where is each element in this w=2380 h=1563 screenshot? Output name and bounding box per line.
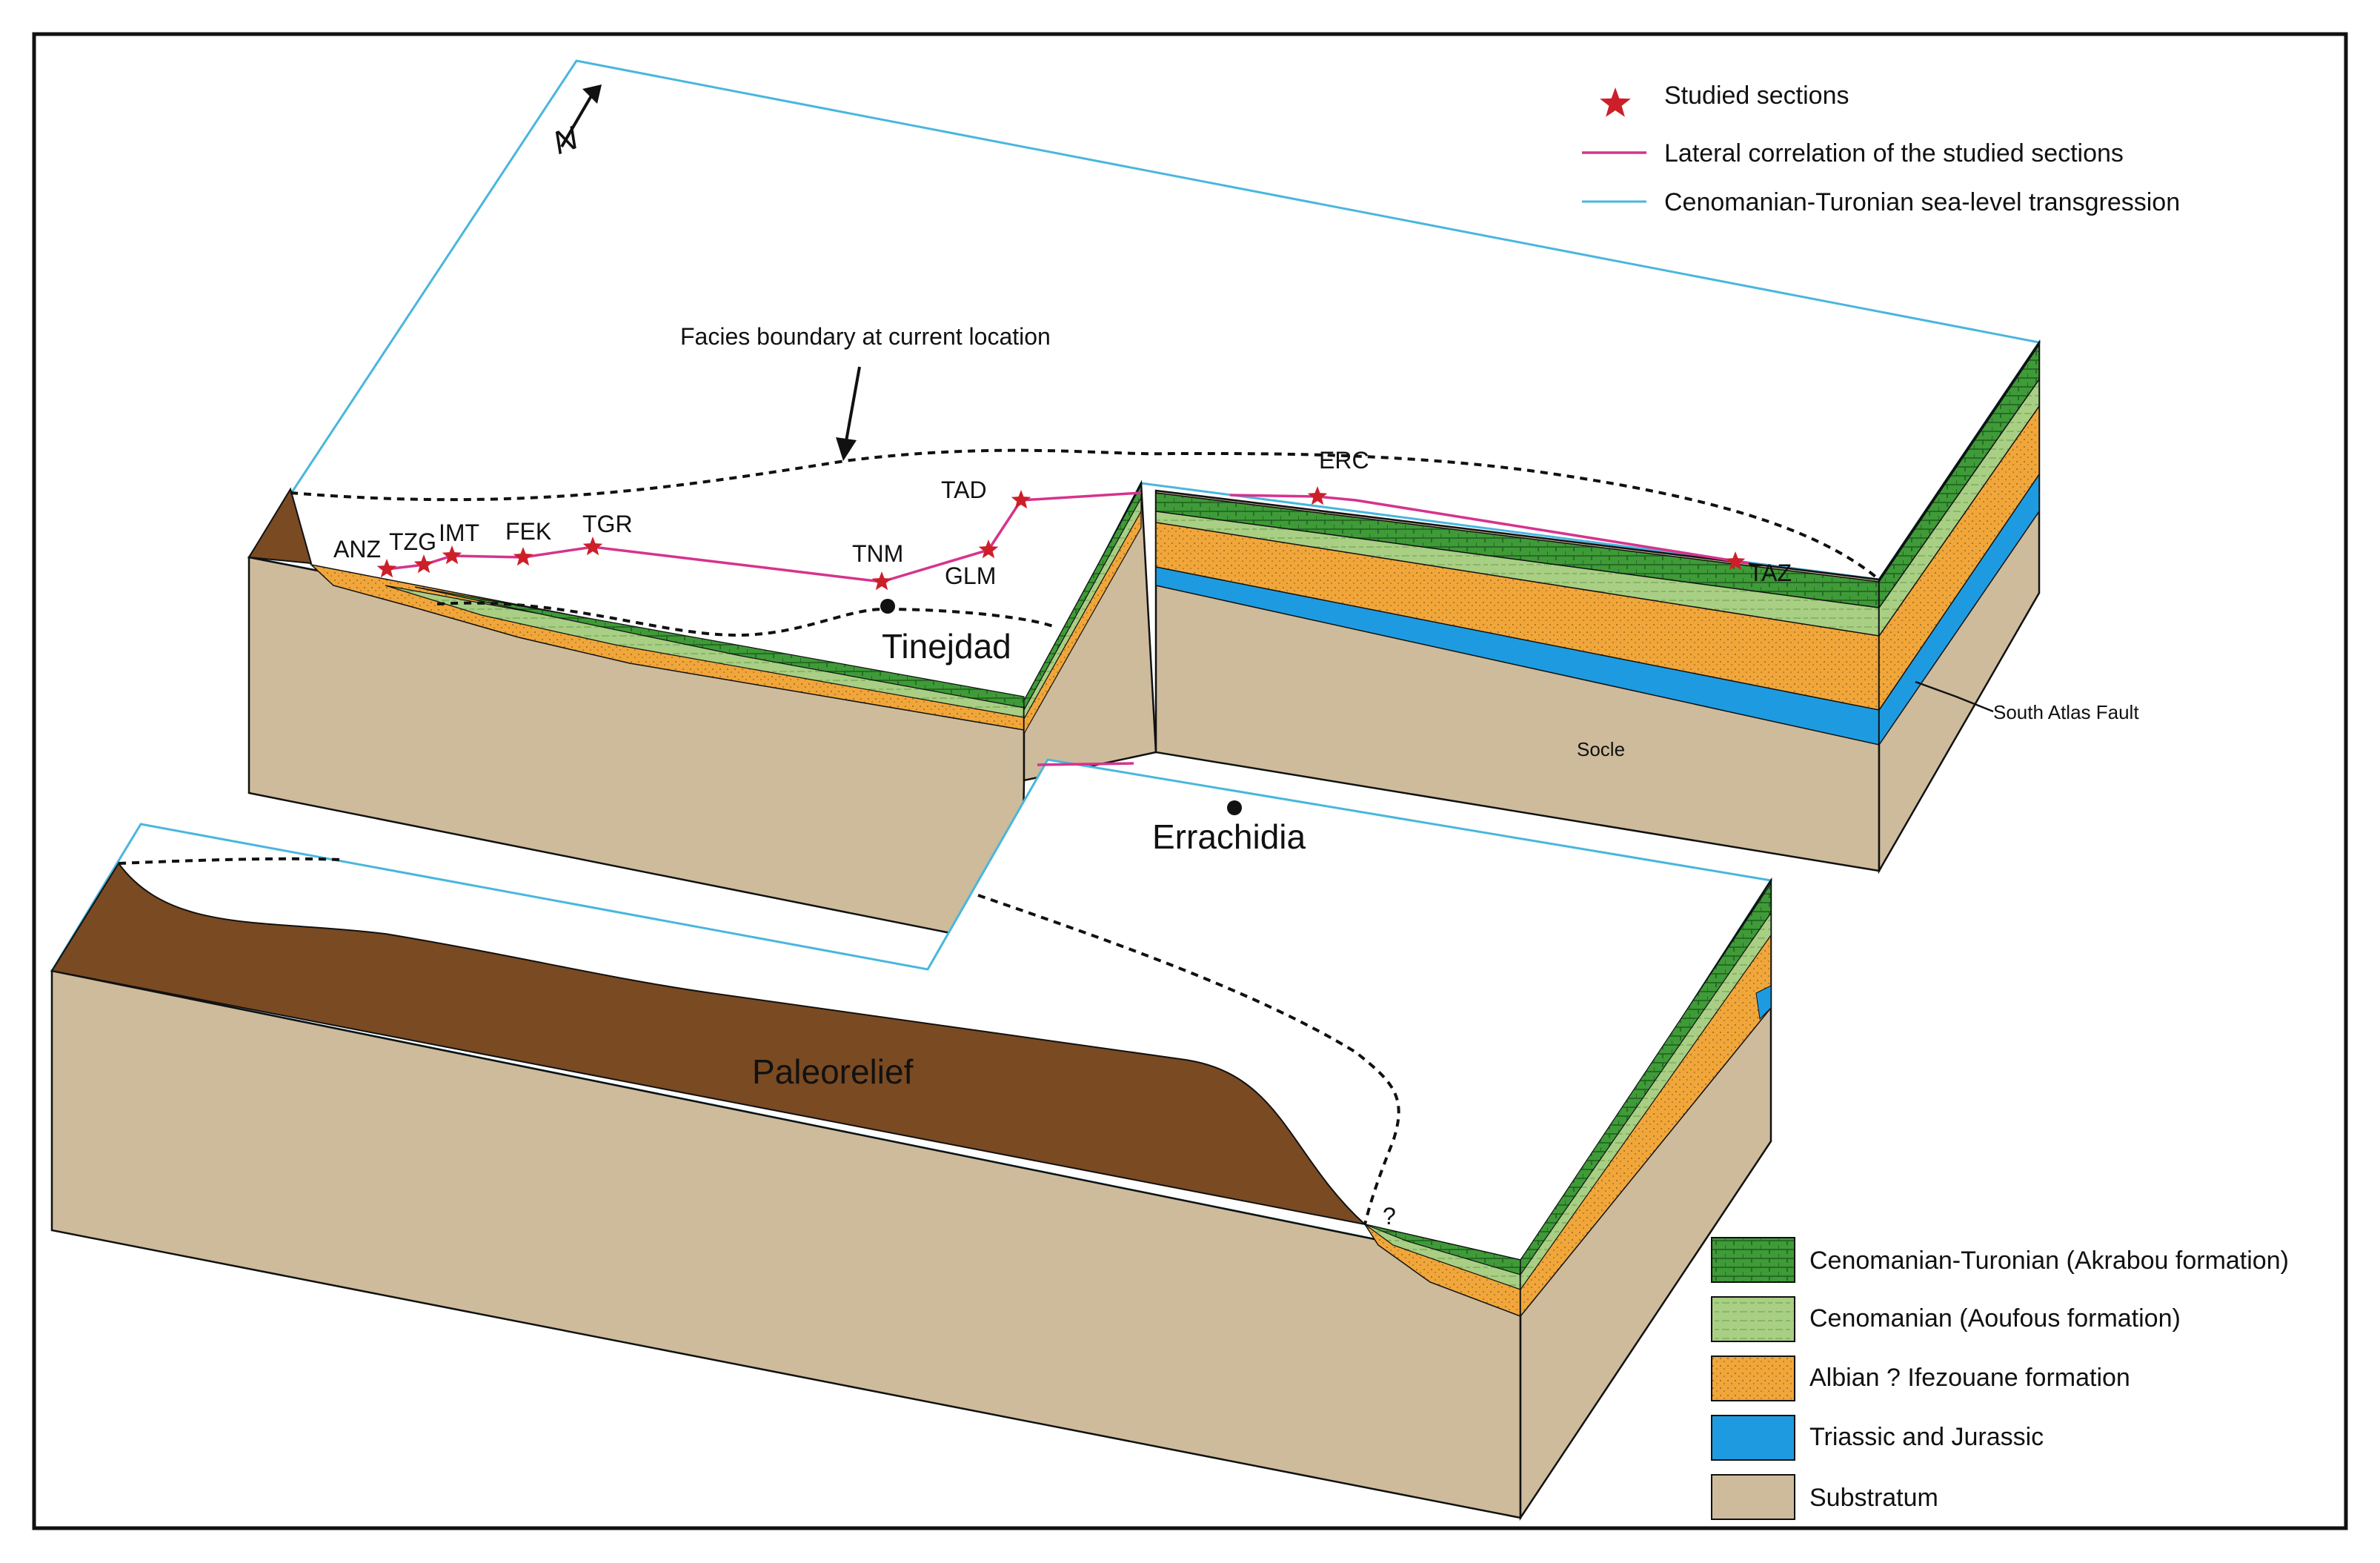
legend-studied-sections: Studied sections <box>1664 82 1849 110</box>
upper-side-akrabou <box>1878 342 2040 610</box>
top-legend: Studied sections Lateral correlation of … <box>1582 82 2180 216</box>
section-star-icon-taz <box>1725 551 1746 571</box>
section-label-tad: TAD <box>941 477 987 503</box>
studied-section-markers <box>376 486 1746 591</box>
legend-item-akrabou: Cenomanian-Turonian (Akrabou formation) <box>1809 1247 2289 1275</box>
section-star-icon-imt <box>442 545 462 565</box>
section-star-icon-tad <box>1011 490 1031 509</box>
section-label-glm: GLM <box>945 563 996 589</box>
section-label-imt: IMT <box>439 520 479 546</box>
errachidia-point <box>1227 800 1242 815</box>
facies-boundary-lower-upperblock <box>436 601 1057 637</box>
question-mark-label: ? <box>1383 1203 1396 1230</box>
upper-step-akrabou <box>1023 485 1142 711</box>
paleorelief-label: Paleorelief <box>752 1052 914 1091</box>
studied-sections-star-icon <box>1600 87 1631 117</box>
section-star-icon-tgr <box>582 537 603 556</box>
facies-boundary-west-lowerblock <box>118 857 342 865</box>
aoufous-swatch <box>1711 1296 1795 1342</box>
section-star-icon-erc <box>1307 486 1328 505</box>
legend-item-albian: Albian ? Ifezouane formation <box>1809 1364 2130 1392</box>
section-label-anz: ANZ <box>333 536 381 563</box>
section-label-erc: ERC <box>1319 447 1369 474</box>
legend-item-triassic: Triassic and Jurassic <box>1809 1423 2044 1451</box>
frame <box>32 32 2348 1530</box>
legend-transgression: Cenomanian-Turonian sea-level transgress… <box>1664 188 2180 216</box>
section-label-tgr: TGR <box>582 511 633 537</box>
upper-block <box>247 59 2041 949</box>
section-star-icon-tnm <box>871 571 892 591</box>
albian-swatch <box>1711 1355 1795 1401</box>
upper-paleorelief <box>247 487 313 565</box>
socle-label: Socle <box>1577 738 1625 760</box>
section-star-icon-anz <box>376 559 397 578</box>
section-star-icon-glm <box>978 540 999 559</box>
section-star-icon-fek <box>513 547 533 566</box>
facies-arrow <box>836 366 861 461</box>
lower-side-akrabou <box>1520 882 1772 1276</box>
lower-block <box>50 758 1773 1521</box>
legend-lateral-correlation: Lateral correlation of the studied secti… <box>1664 139 2124 167</box>
section-label-fek: FEK <box>505 518 551 545</box>
legend-item-aoufous: Cenomanian (Aoufous formation) <box>1809 1304 2181 1333</box>
facies-boundary-upper <box>290 448 1881 581</box>
tinejdad-point <box>880 599 895 614</box>
lower-paleorelief <box>50 862 1368 1226</box>
legend-star-icon <box>1600 87 1631 117</box>
section-label-taz: TAZ <box>1749 560 1792 586</box>
errachidia-label: Errachidia <box>1152 817 1306 856</box>
upper-akrabou-west <box>414 586 1025 709</box>
south-atlas-fault-line <box>1915 680 1994 713</box>
facies-boundary-label: Facies boundary at current location <box>680 323 1051 350</box>
section-label-tzg: TZG <box>389 528 436 555</box>
section-label-tnm: TNM <box>852 540 903 567</box>
section-star-icon-tzg <box>413 554 434 574</box>
south-atlas-fault-label: South Atlas Fault <box>1993 701 2139 723</box>
tinejdad-label: Tinejdad <box>882 627 1011 666</box>
formation-legend: Cenomanian-Turonian (Akrabou formation) … <box>1711 1237 2289 1520</box>
facies-boundaries <box>118 448 1881 1225</box>
triassic-swatch <box>1711 1415 1795 1461</box>
akrabou-swatch <box>1711 1237 1795 1283</box>
substratum-swatch <box>1711 1474 1795 1520</box>
lower-side-triassic <box>1755 985 1772 1021</box>
legend-item-substratum: Substratum <box>1809 1484 1938 1512</box>
